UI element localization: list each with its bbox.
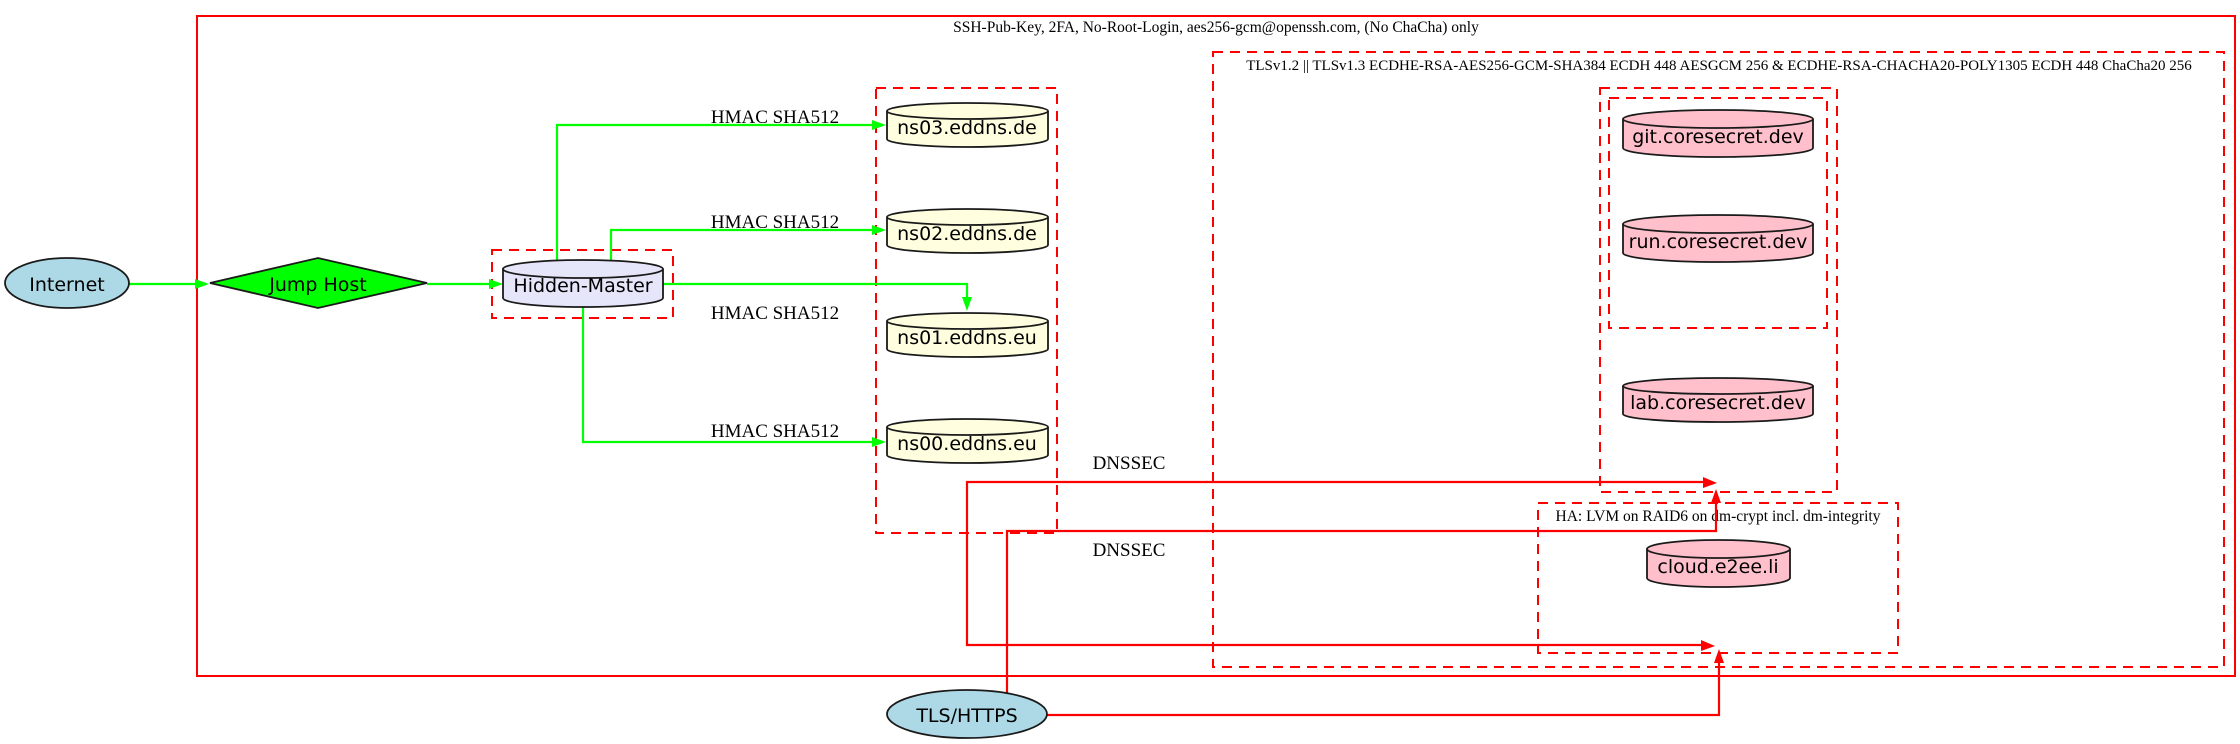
node-label-run: run.coresecret.dev bbox=[1629, 231, 1808, 253]
edge-hiddenmaster-ns00 bbox=[581, 306, 886, 447]
edge-tlshttps-coresecret bbox=[1005, 489, 1721, 693]
node-label-internet: Internet bbox=[29, 274, 104, 296]
edge-label-hmac-ns00: HMAC SHA512 bbox=[711, 421, 839, 442]
node-label-ns01: ns01.eddns.eu bbox=[897, 327, 1037, 349]
edge-ns-coresecret-dnssec bbox=[965, 477, 1717, 533]
node-label-git: git.coresecret.dev bbox=[1632, 126, 1804, 148]
tls-https-ellipse bbox=[886, 689, 1048, 739]
node-label-lab: lab.coresecret.dev bbox=[1630, 392, 1806, 414]
node-label-ns02: ns02.eddns.de bbox=[897, 223, 1037, 245]
edge-label-hmac-ns01: HMAC SHA512 bbox=[711, 303, 839, 324]
node-label-ns03: ns03.eddns.de bbox=[897, 117, 1037, 139]
ns01-cylinder: ns01.eddns.eu bbox=[886, 312, 1049, 358]
cluster-coresecret-outer-box bbox=[1599, 87, 1838, 493]
cluster-ns-box bbox=[875, 87, 1058, 534]
edge-label-dnssec-2: DNSSEC bbox=[1093, 540, 1166, 561]
ns02-cylinder: ns02.eddns.de bbox=[886, 208, 1049, 254]
edge-label-hmac-ns03: HMAC SHA512 bbox=[711, 107, 839, 128]
edge-label-dnssec-1: DNSSEC bbox=[1093, 453, 1166, 474]
cloud-cylinder: cloud.e2ee.li bbox=[1646, 539, 1791, 588]
edge-hiddenmaster-ns01 bbox=[663, 282, 972, 311]
node-label-jump-host: Jump Host bbox=[268, 274, 367, 296]
edge-label-hmac-ns02: HMAC SHA512 bbox=[711, 212, 839, 233]
ns00-cylinder: ns00.eddns.eu bbox=[886, 418, 1049, 464]
edge-jumphost-hiddenmaster bbox=[427, 279, 503, 289]
cluster-ssh-label: SSH-Pub-Key, 2FA, No-Root-Login, aes256-… bbox=[953, 19, 1479, 36]
node-label-hidden-master: Hidden-Master bbox=[513, 275, 652, 297]
edge-internet-jumphost bbox=[129, 279, 209, 289]
lab-cylinder: lab.coresecret.dev bbox=[1622, 377, 1814, 423]
hidden-master-cylinder: Hidden-Master bbox=[502, 259, 664, 308]
cluster-ssh-box bbox=[196, 15, 2236, 677]
node-label-cloud: cloud.e2ee.li bbox=[1657, 556, 1778, 578]
cluster-ha-label: HA: LVM on RAID6 on dm-crypt incl. dm-in… bbox=[1556, 508, 1881, 525]
git-cylinder: git.coresecret.dev bbox=[1622, 109, 1814, 158]
cluster-tls-label: TLSv1.2 || TLSv1.3 ECDHE-RSA-AES256-GCM-… bbox=[1246, 58, 2192, 74]
edge-ns-ha-dnssec bbox=[965, 533, 1715, 651]
run-cylinder: run.coresecret.dev bbox=[1622, 214, 1814, 263]
jump-host-diamond bbox=[209, 257, 428, 309]
edge-hiddenmaster-ns02 bbox=[609, 225, 886, 261]
edge-tlshttps-ha bbox=[1047, 649, 1724, 717]
node-label-ns00: ns00.eddns.eu bbox=[897, 433, 1037, 455]
cluster-coresecret-inner-box bbox=[1608, 97, 1828, 329]
node-label-tls-https: TLS/HTTPS bbox=[915, 705, 1017, 727]
ns03-cylinder: ns03.eddns.de bbox=[886, 102, 1049, 148]
internet-ellipse bbox=[4, 257, 130, 309]
edge-hiddenmaster-ns03 bbox=[555, 120, 886, 261]
